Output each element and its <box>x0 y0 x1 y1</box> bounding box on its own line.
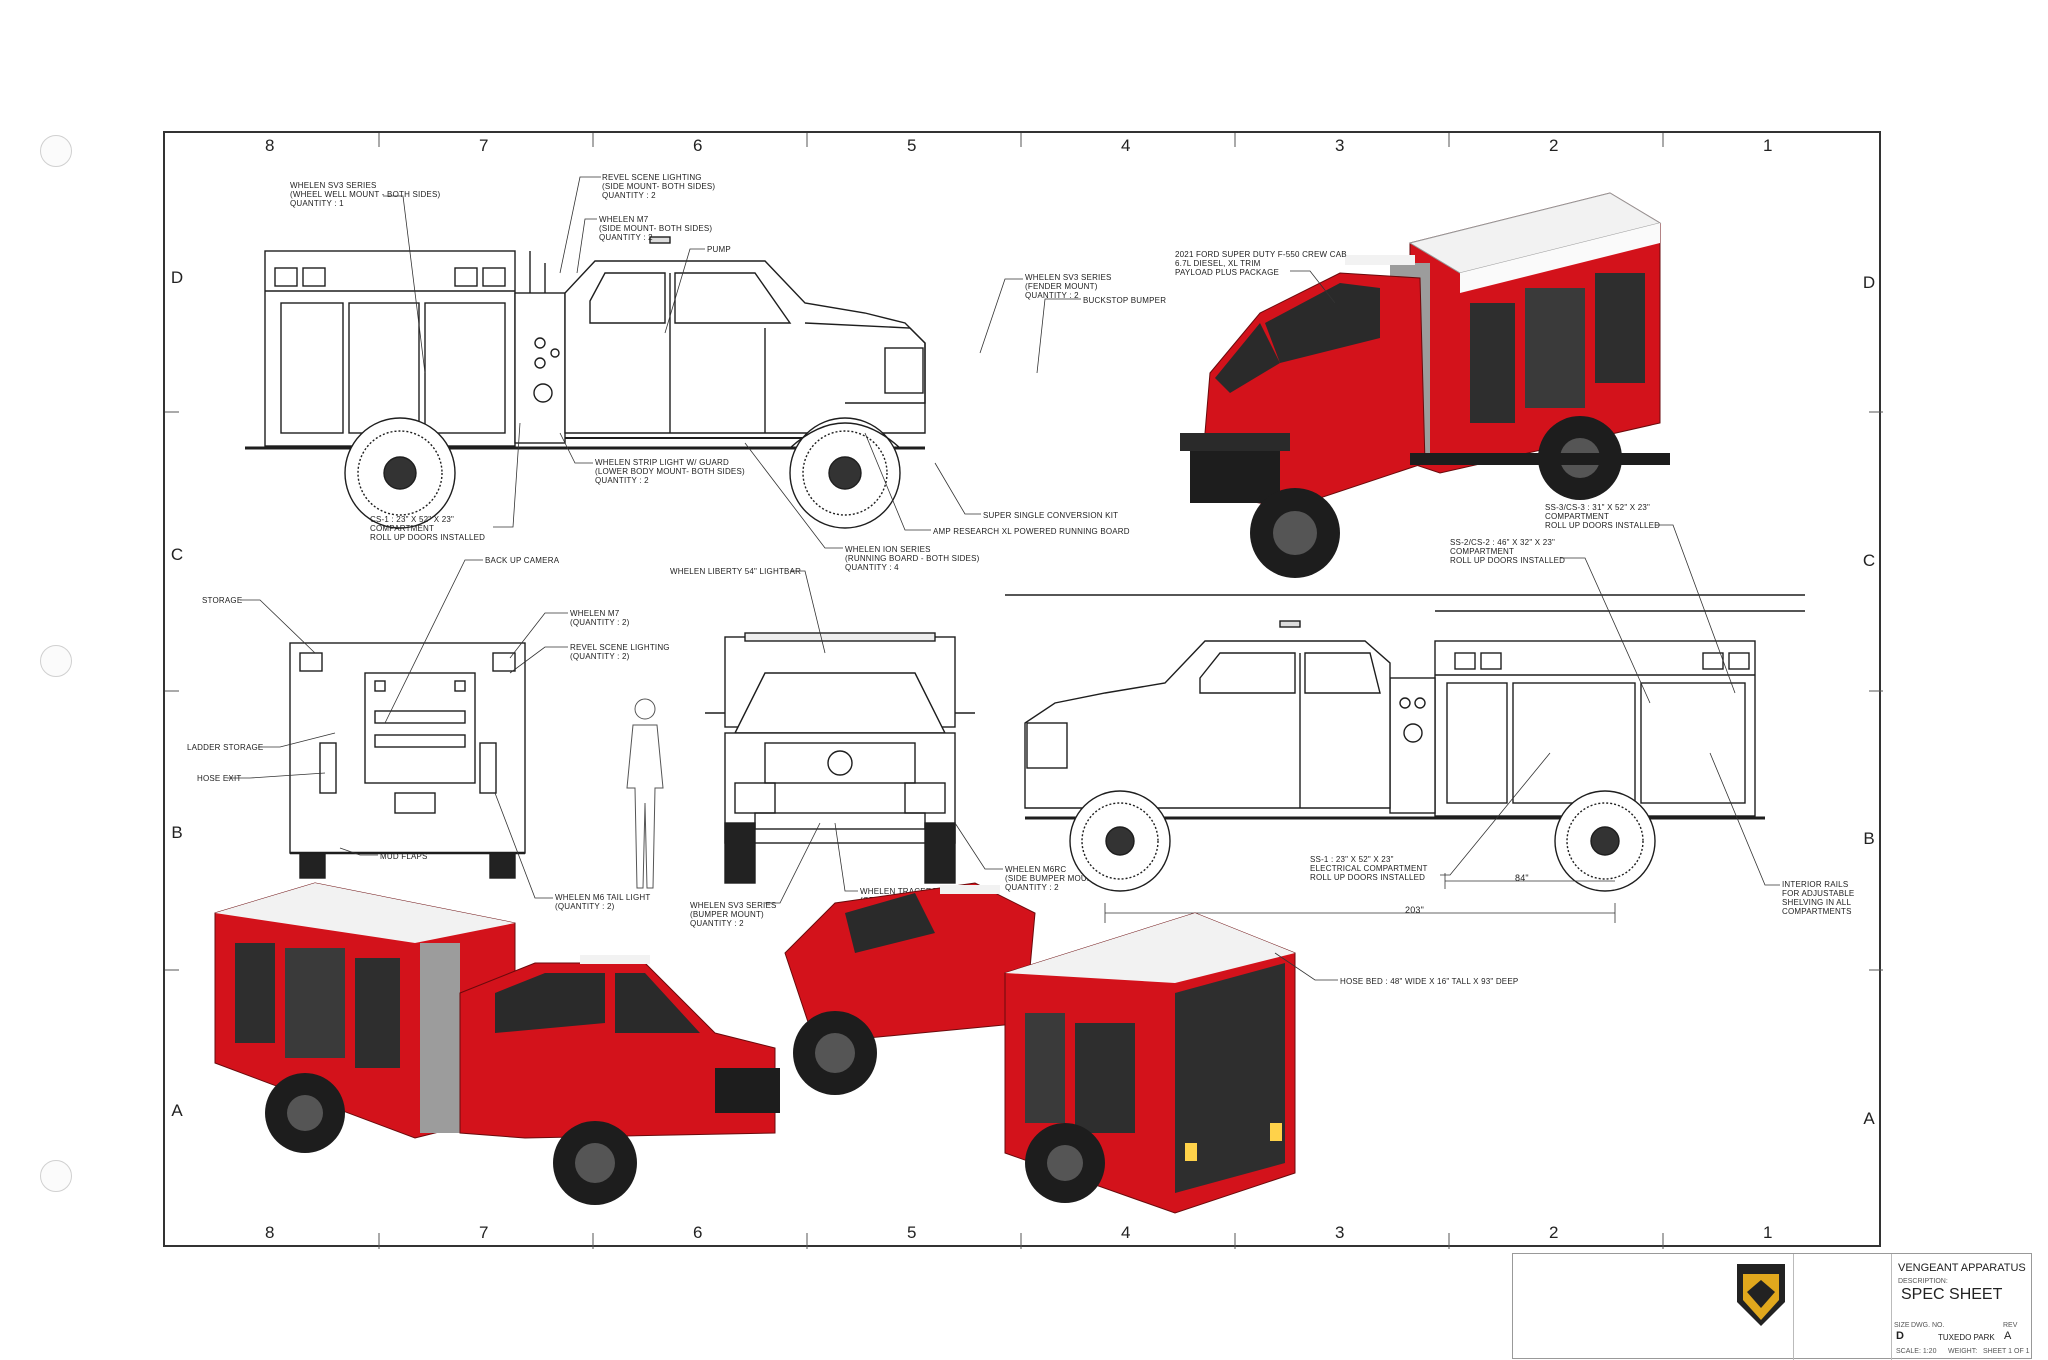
callout-storage: STORAGE <box>202 596 243 605</box>
zone-col-bottom-6: 6 <box>693 1223 703 1242</box>
rev-value: A <box>2004 1330 2012 1342</box>
leader-lines-rear <box>227 559 568 899</box>
callout-super-single: SUPER SINGLE CONVERSION KIT <box>983 511 1119 520</box>
zone-row-right-B: B <box>1863 829 1875 848</box>
zone-row-left-B: B <box>171 823 183 842</box>
zone-col-top-6: 6 <box>693 136 703 155</box>
callout-revel-scene-qty: REVEL SCENE LIGHTING (QUANTITY : 2) <box>570 643 670 661</box>
zone-col-top-8: 8 <box>265 136 275 155</box>
leader-lines-front <box>765 570 1003 904</box>
leader-line-chassis <box>1290 270 1336 304</box>
zone-col-bottom-3: 3 <box>1335 1223 1345 1242</box>
callout-whelen-m7-qty: WHELEN M7 (QUANTITY : 2) <box>570 609 630 627</box>
binder-hole-bottom <box>40 1160 72 1192</box>
callout-ss2: SS-2/CS-2 : 46" X 32" X 23" COMPARTMENT … <box>1450 538 1566 565</box>
zone-row-right-D: D <box>1862 273 1876 292</box>
title-block-divider-2 <box>1891 1254 1892 1360</box>
zone-col-top-2: 2 <box>1549 136 1559 155</box>
render-rear-three-quarter <box>784 882 1296 1214</box>
rev-label: REV <box>2003 1322 2018 1329</box>
render-side-three-quarter <box>214 882 780 1205</box>
dwg-number: TUXEDO PARK <box>1938 1333 1995 1342</box>
leader-lines-passenger <box>1440 524 1780 886</box>
callout-whelen-sv3-wheel-well: WHELEN SV3 SERIES (WHEEL WELL MOUNT - BO… <box>290 181 441 208</box>
callout-cs1: CS-1 : 23" X 52" X 23" COMPARTMENT ROLL … <box>370 515 486 542</box>
zone-row-left-D: D <box>170 268 184 287</box>
zone-col-bottom-5: 5 <box>907 1223 917 1242</box>
callout-hose-bed: HOSE BED : 48" WIDE X 16" TALL X 93" DEE… <box>1340 977 1519 986</box>
dimension-body: 84" <box>1515 873 1529 883</box>
sheet-title: SPEC SHEET <box>1901 1286 2003 1303</box>
callout-whelen-m7-side: WHELEN M7 (SIDE MOUNT- BOTH SIDES) QUANT… <box>599 215 713 242</box>
side-view-passenger <box>1005 594 1805 892</box>
size-value: D <box>1896 1330 1904 1342</box>
binder-hole-top <box>40 135 72 167</box>
binder-hole-middle <box>40 645 72 677</box>
callout-buckstop-bumper: BUCKSTOP BUMPER <box>1083 296 1167 305</box>
callout-whelen-ion: WHELEN ION SERIES (RUNNING BOARD - BOTH … <box>845 545 980 572</box>
callout-whelen-liberty: WHELEN LIBERTY 54" LIGHTBAR <box>670 567 802 576</box>
zone-col-top-4: 4 <box>1121 136 1131 155</box>
callout-ss3: SS-3/CS-3 : 31" X 52" X 23" COMPARTMENT … <box>1545 503 1661 530</box>
callout-ss1: SS-1 : 23" X 52" X 23" ELECTRICAL COMPAR… <box>1310 855 1428 882</box>
zone-row-right-C: C <box>1862 551 1876 570</box>
callout-amp-research: AMP RESEARCH XL POWERED RUNNING BOARD <box>933 527 1130 536</box>
callout-back-up-camera: BACK UP CAMERA <box>485 556 560 565</box>
zone-col-bottom-1: 1 <box>1763 1223 1773 1242</box>
zone-col-top-1: 1 <box>1763 136 1773 155</box>
zone-col-top-5: 5 <box>907 136 917 155</box>
dimension-lines-passenger <box>1104 873 1616 923</box>
company-logo <box>1737 1264 1785 1326</box>
leader-line-hose-bed <box>1274 952 1338 981</box>
zone-col-top-3: 3 <box>1335 136 1345 155</box>
callout-hose-exit: HOSE EXIT <box>197 774 242 783</box>
callout-revel-scene-side: REVEL SCENE LIGHTING (SIDE MOUNT- BOTH S… <box>602 173 716 200</box>
dwg-label: DWG. NO. <box>1911 1322 1945 1329</box>
callout-whelen-sv3-bumper: WHELEN SV3 SERIES (BUMPER MOUNT) QUANTIT… <box>690 901 777 928</box>
zone-col-bottom-4: 4 <box>1121 1223 1131 1242</box>
leader-lines-view1 <box>383 176 1081 549</box>
callout-mud-flaps: MUD FLAPS <box>380 852 428 861</box>
zone-col-top-7: 7 <box>479 136 489 155</box>
company-name: VENGEANT APPARATUS <box>1898 1262 2026 1274</box>
zone-col-bottom-7: 7 <box>479 1223 489 1242</box>
side-view-driver <box>245 236 926 529</box>
callout-chassis: 2021 FORD SUPER DUTY F-550 CREW CAB 6.7L… <box>1175 250 1347 277</box>
callout-interior-rails: INTERIOR RAILS FOR ADJUSTABLE SHELVING I… <box>1782 880 1855 916</box>
zone-row-left-A: A <box>171 1101 183 1120</box>
scale-value: SCALE: 1:20 <box>1896 1348 1937 1355</box>
title-block-divider-1 <box>1793 1254 1794 1360</box>
callout-whelen-strip-light: WHELEN STRIP LIGHT W/ GUARD (LOWER BODY … <box>595 458 745 485</box>
dimension-overall: 203" <box>1405 905 1425 915</box>
description-label: DESCRIPTION: <box>1898 1278 1948 1285</box>
zone-col-bottom-8: 8 <box>265 1223 275 1242</box>
drawing-sheet: 8 7 6 5 4 3 2 1 8 7 6 5 4 3 2 1 D C B A … <box>163 131 2032 1360</box>
zone-col-bottom-2: 2 <box>1549 1223 1559 1242</box>
callout-whelen-m6-tail: WHELEN M6 TAIL LIGHT (QUANTITY : 2) <box>555 893 651 911</box>
callout-whelen-sv3-fender: WHELEN SV3 SERIES (FENDER MOUNT) QUANTIT… <box>1025 273 1112 300</box>
render-front-three-quarter <box>1180 192 1670 578</box>
front-view <box>705 632 975 884</box>
callout-whelen-m6rc: WHELEN M6RC (SIDE BUMPER MOUNT) QUANTITY… <box>1005 865 1101 892</box>
human-scale-figure <box>626 698 664 889</box>
zone-row-right-A: A <box>1863 1109 1875 1128</box>
callout-ladder-storage: LADDER STORAGE <box>187 743 264 752</box>
zone-row-left-C: C <box>170 545 184 564</box>
title-block: VENGEANT APPARATUS DESCRIPTION: SPEC SHE… <box>1512 1253 2032 1360</box>
size-label: SIZE <box>1894 1322 1910 1329</box>
zone-ticks <box>165 133 1883 1249</box>
callout-pump: PUMP <box>707 245 731 254</box>
sheet-number: SHEET 1 OF 1 <box>1983 1348 2030 1355</box>
weight-label: WEIGHT: <box>1948 1348 1978 1355</box>
